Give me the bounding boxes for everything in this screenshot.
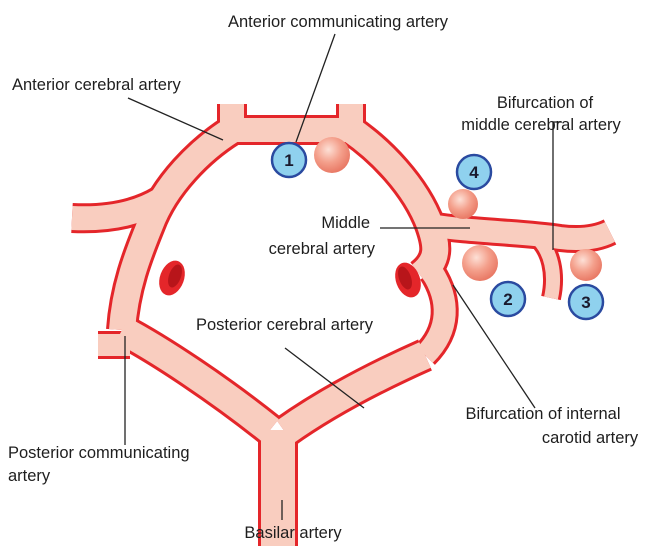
aneurysm-acom [314, 137, 350, 173]
left-carotid-cut-end [155, 257, 190, 299]
label-bifurcation-mca-line1: Bifurcation of [497, 94, 594, 112]
marker-3: 3 [569, 285, 603, 319]
marker-1: 1 [272, 143, 306, 177]
aneurysm-mca-top [448, 189, 478, 219]
svg-text:1: 1 [284, 151, 293, 170]
marker-2: 2 [491, 282, 525, 316]
label-anterior-cerebral-artery: Anterior cerebral artery [12, 76, 181, 94]
label-posterior-communicating-line1: Posterior communicating [8, 444, 190, 462]
marker-4: 4 [457, 155, 491, 189]
aneurysm-ica-bifurcation [462, 245, 498, 281]
svg-text:4: 4 [469, 163, 479, 182]
svg-text:2: 2 [503, 290, 512, 309]
label-middle-cerebral-line1: Middle [321, 214, 370, 232]
label-bifurcation-ica-line1: Bifurcation of internal [465, 405, 620, 423]
label-middle-cerebral-line2: cerebral artery [269, 240, 376, 258]
svg-text:3: 3 [581, 293, 590, 312]
label-anterior-communicating-artery: Anterior communicating artery [228, 13, 449, 31]
label-bifurcation-mca-line2: middle cerebral artery [461, 116, 621, 134]
label-basilar-artery: Basilar artery [244, 524, 342, 542]
aneurysm-mca-bifurcation [570, 249, 602, 281]
leader-aca [128, 98, 223, 140]
label-posterior-communicating-line2: artery [8, 467, 51, 485]
label-posterior-cerebral-artery: Posterior cerebral artery [196, 316, 374, 334]
label-bifurcation-ica-line2: carotid artery [542, 429, 639, 447]
